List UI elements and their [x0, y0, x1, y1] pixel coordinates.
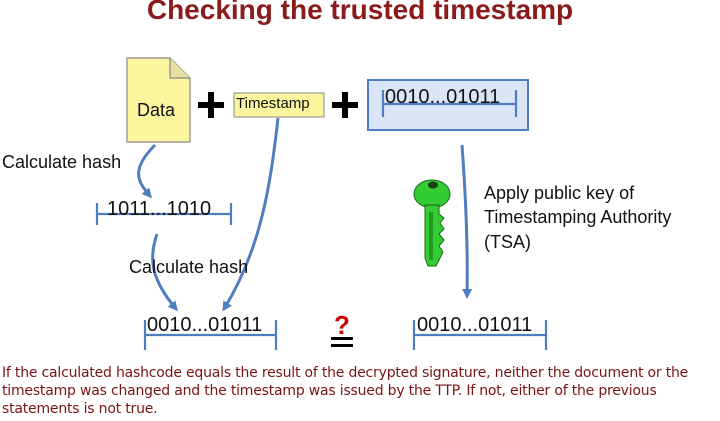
plus-icon-2	[332, 92, 358, 118]
timestamp-box	[233, 92, 325, 118]
result-right-bracket	[412, 320, 548, 350]
signature-bracket	[381, 90, 518, 117]
data-document	[126, 57, 191, 143]
apply-key-line-3: (TSA)	[484, 232, 531, 252]
apply-key-line-2: Timestamping Authority	[484, 207, 672, 227]
hash-1-value: 1011...1010	[107, 198, 212, 220]
apply-key-line-1: Apply public key of	[484, 183, 635, 203]
timestamp-label: Timestamp	[236, 95, 310, 112]
result-left-bracket	[143, 320, 278, 350]
signature-value: 0010...01011	[385, 86, 501, 108]
result-left-value: 0010...01011	[147, 314, 263, 336]
question-mark: ?	[334, 310, 350, 340]
arrow-signature-to-result	[460, 144, 473, 299]
arrow-timestamp-to-result	[222, 117, 280, 312]
arrow-hash-to-result	[151, 233, 178, 312]
footer-note: If the calculated hashcode equals the re…	[2, 365, 689, 417]
page-title: Checking the trusted timestamp	[146, 0, 574, 25]
key-icon	[413, 179, 451, 267]
arrow-data-to-hash	[137, 143, 157, 199]
data-document-label: Data	[137, 100, 176, 120]
hash-1-bracket	[95, 203, 233, 225]
calculate-hash-label-1: Calculate hash	[2, 152, 122, 172]
calculate-hash-label-2: Calculate hash	[129, 257, 249, 277]
compare-symbol: ?	[331, 310, 353, 347]
plus-icon	[198, 92, 224, 118]
result-right-value: 0010...01011	[417, 314, 533, 336]
